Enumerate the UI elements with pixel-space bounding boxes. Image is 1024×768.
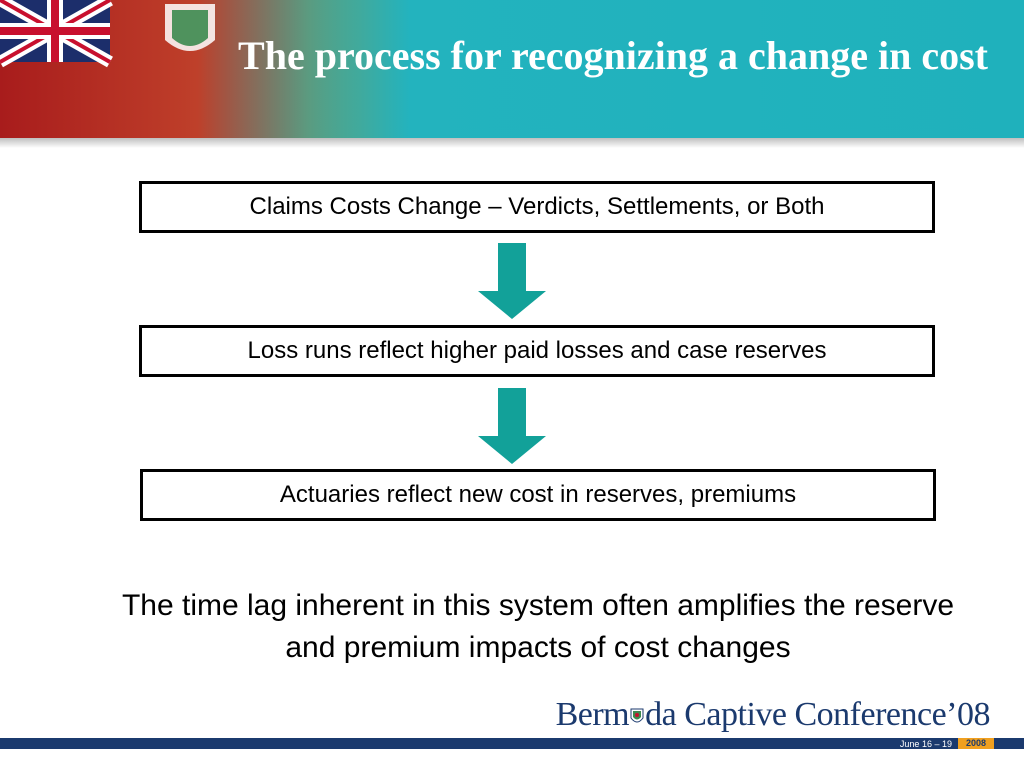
- flow-step-claims-costs-change: Claims Costs Change – Verdicts, Settleme…: [139, 181, 935, 233]
- conference-brand: Berm da Captive Conference’08: [555, 696, 991, 734]
- bermuda-crest-icon: [630, 708, 644, 723]
- flow-step-actuaries: Actuaries reflect new cost in reserves, …: [140, 469, 936, 521]
- flag-graphic: [0, 0, 360, 138]
- footer-bar: [0, 738, 1024, 749]
- header-divider: [0, 138, 1024, 148]
- flow-step-loss-runs: Loss runs reflect higher paid losses and…: [139, 325, 935, 377]
- time-lag-note: The time lag inherent in this system oft…: [121, 589, 955, 664]
- brand-text-end: da Captive Conference’08: [645, 696, 990, 733]
- year-badge: 2008: [957, 738, 994, 749]
- date-range: June 16 – 19: [899, 738, 952, 749]
- down-arrow-icon: [478, 243, 546, 319]
- header-banner: The process for recognizing a change in …: [0, 0, 1024, 138]
- conference-dates: June 16 – 19 2008: [900, 738, 994, 749]
- slide-title: The process for recognizing a change in …: [238, 33, 988, 78]
- down-arrow-icon: [478, 388, 546, 464]
- brand-text-start: Berm: [555, 696, 630, 733]
